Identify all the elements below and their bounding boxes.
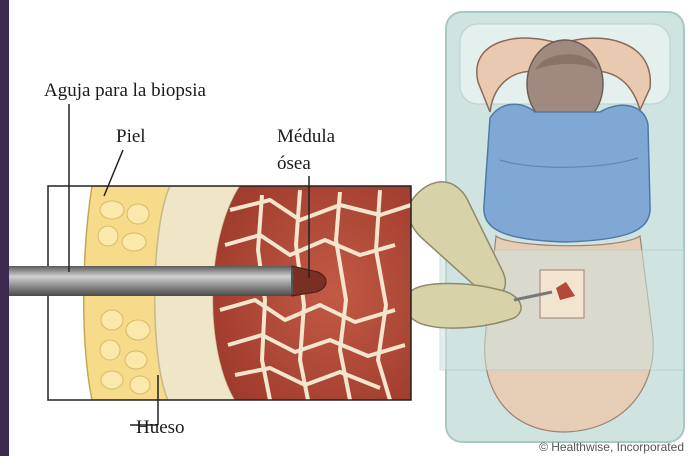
- patient-illustration: [404, 12, 684, 442]
- cross-section-inset: [0, 186, 411, 400]
- label-marrow-line1: Médula: [277, 126, 335, 148]
- label-skin: Piel: [116, 126, 146, 148]
- patient-shirt: [484, 104, 650, 242]
- label-needle: Aguja para la biopsia: [44, 80, 206, 102]
- label-marrow-line2: ósea: [277, 153, 311, 175]
- copyright-credit: © Healthwise, Incorporated: [539, 440, 684, 454]
- gloved-arm-lower: [404, 284, 521, 329]
- label-bone: Hueso: [136, 417, 185, 439]
